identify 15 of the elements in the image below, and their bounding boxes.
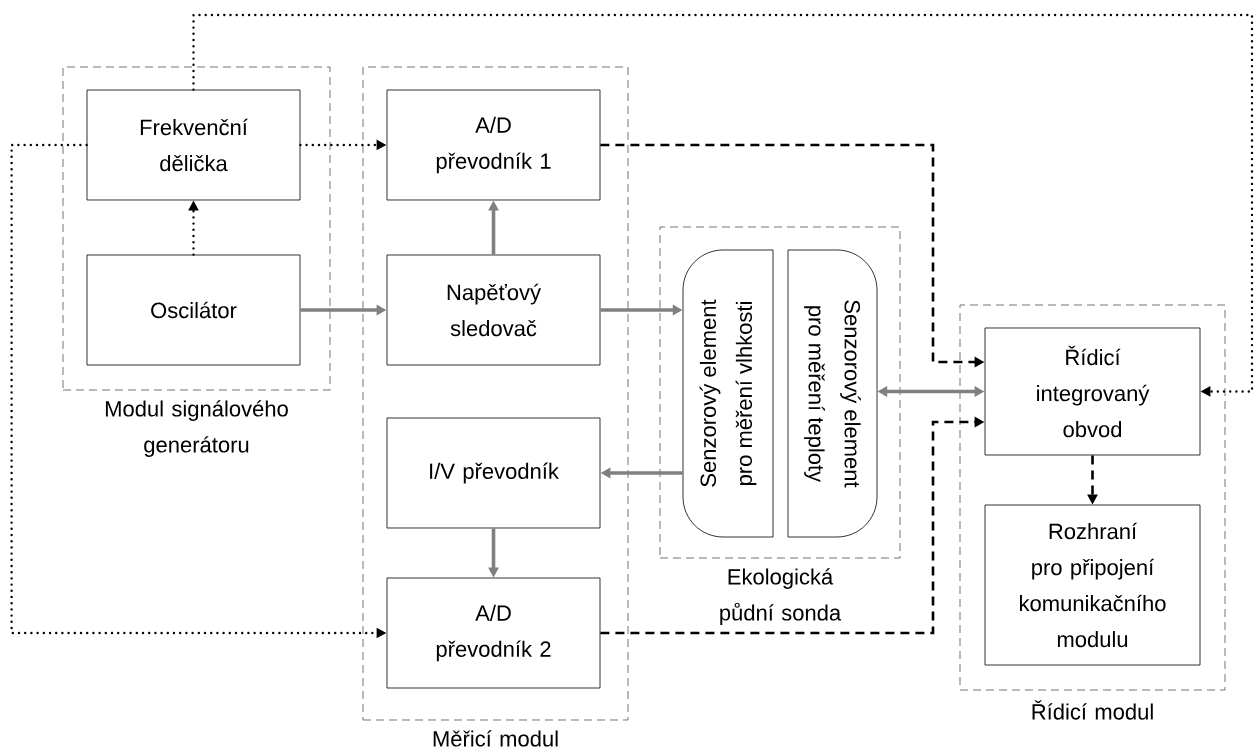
block-box: A/D převodník 2 [386, 577, 601, 689]
module-label: Ekologická půdní sonda [720, 568, 842, 625]
arrow [192, 13, 1254, 397]
block-box: Řídicí integrovaný obvod [984, 327, 1201, 456]
module-label: Modul signálového generátoru [105, 400, 288, 457]
block-box: I/V převodník [386, 417, 601, 529]
block-box: Frekvenční dělička [86, 89, 301, 201]
block-box: Oscilátor [86, 254, 301, 366]
sensor-element: Senzorový element pro měření teploty [787, 249, 878, 538]
sensor-element: Senzorový element pro měření vlhkosti [682, 249, 774, 538]
block-box: Rozhraní pro připojení komunikačního modulu [984, 504, 1201, 666]
block-box: A/D převodník 1 [386, 89, 601, 201]
block-box: Napěťový sledovač [386, 254, 601, 366]
module-label: Řídicí modul [1032, 700, 1153, 720]
module-label: Měřicí modul [433, 730, 558, 747]
